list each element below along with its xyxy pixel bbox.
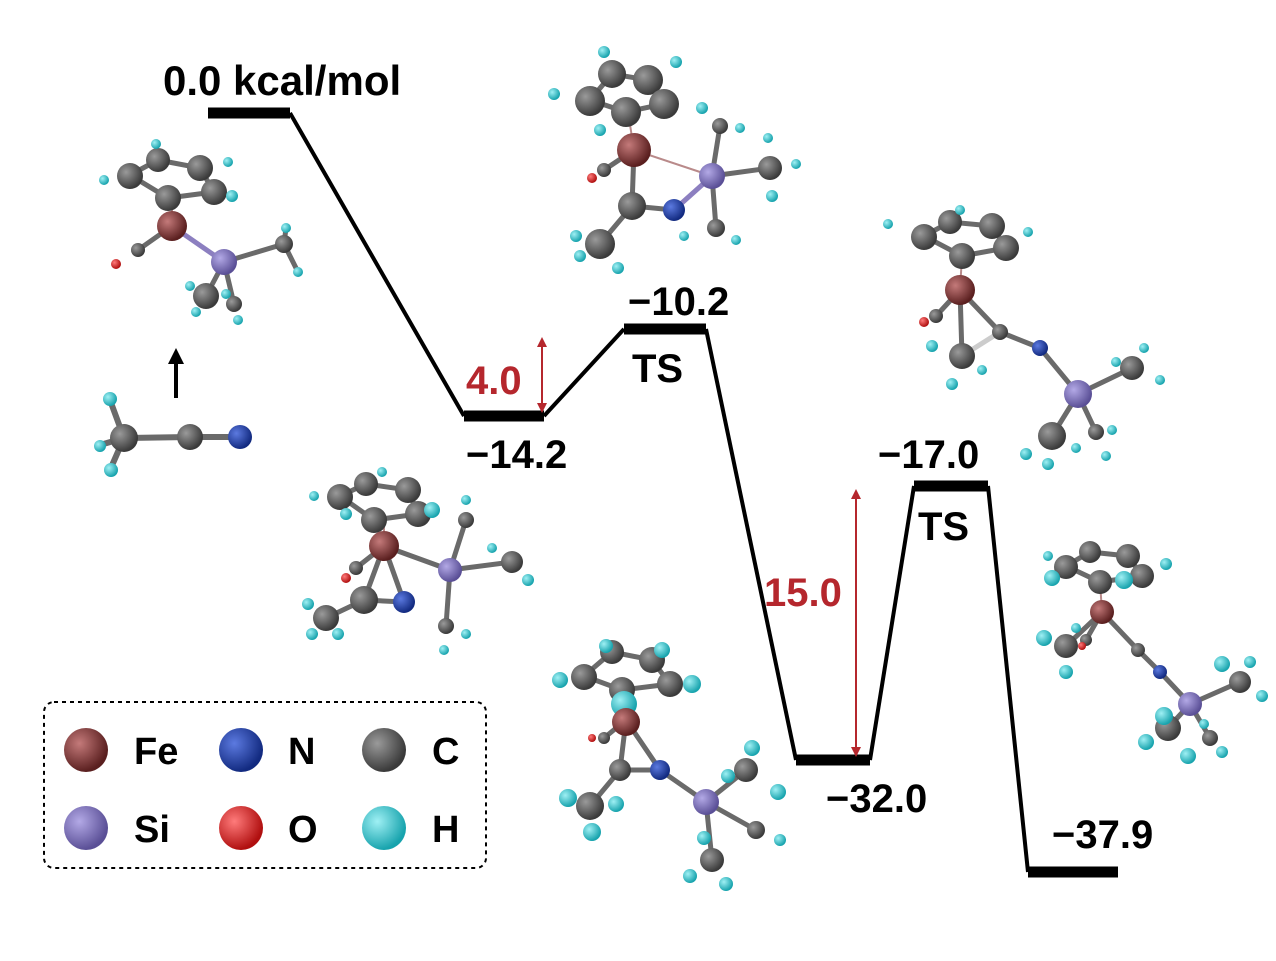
arrow-up-icon [168,348,184,398]
molecule-intermediate-2 [552,639,786,891]
legend-swatch-fe [64,728,108,772]
legend-item-o: O [219,806,318,851]
molecule-product [1036,541,1268,764]
ts-label-2: TS [918,505,969,549]
molecule-ts-2 [883,205,1165,470]
legend-label-c: C [432,731,459,773]
molecule-ts-1 [548,46,801,274]
legend-label-o: O [288,809,318,851]
molecule-intermediate-1 [302,467,534,655]
legend-swatch-h [362,806,406,850]
legend-swatch-o [219,806,263,850]
legend-item-h: H [362,806,459,851]
legend-label-n: N [288,731,315,773]
legend-swatch-c [362,728,406,772]
atom-legend: Fe N C Si O H [43,701,487,869]
molecule-start-complex [99,139,303,325]
energy-label-int2: −32.0 [826,777,927,821]
legend-swatch-si [64,806,108,850]
connector-3 [704,328,798,761]
legend-label-fe: Fe [134,731,178,773]
energy-label-ts2: −17.0 [878,433,979,477]
reaction-path [208,107,1118,878]
connector-2 [542,327,626,418]
energy-label-start: 0.0 kcal/mol [163,57,401,104]
energy-label-ts1: −10.2 [628,280,729,324]
legend-label-h: H [432,809,459,851]
legend-item-si: Si [64,806,170,851]
legend-swatch-n [219,728,263,772]
connector-4 [868,485,916,761]
connector-1 [288,112,466,417]
legend-item-n: N [219,728,315,773]
barrier-label-2: 15.0 [764,571,842,615]
molecule-acetonitrile [94,392,252,477]
connector-5 [986,485,1030,873]
legend-item-c: C [362,728,459,773]
legend-label-si: Si [134,809,170,851]
barrier-label-1: 4.0 [466,359,522,403]
legend-item-fe: Fe [64,728,178,773]
energy-label-int1: −14.2 [466,433,567,477]
ts-label-1: TS [632,347,683,391]
energy-label-product: −37.9 [1052,813,1153,857]
